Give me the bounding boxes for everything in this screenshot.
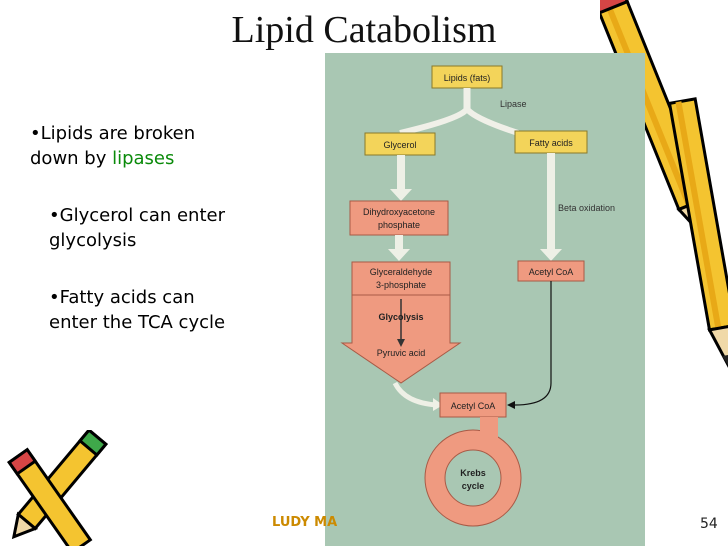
slide-title: Lipid Catabolism — [231, 9, 497, 51]
bullet-glycerol-line1: •Glycerol can enter — [49, 205, 226, 226]
glycerol-label: Glycerol — [383, 140, 416, 150]
arrow-acetyl-right-center — [514, 281, 552, 406]
krebs-cycle-ring — [425, 430, 521, 526]
pyruvic-acid-label: Pyruvic acid — [377, 348, 426, 358]
krebs-cycle-inner-edge — [444, 449, 502, 507]
arrow-fatty-acetyl-shaft — [547, 153, 555, 251]
arrow-acetyl-right-center-head — [507, 401, 515, 409]
acetyl-coa-center-label: Acetyl CoA — [451, 401, 496, 411]
arrow-pyruvic-acetyl — [392, 381, 438, 408]
pencil-decoration-left-icon — [7, 430, 108, 546]
beta-oxidation-label: Beta oxidation — [558, 203, 615, 213]
pencil-decoration-right-icon — [600, 0, 728, 372]
arrow-glycerol-dhap-shaft — [397, 155, 405, 191]
fatty-acids-label: Fatty acids — [529, 138, 573, 148]
bullet-glycerol: •Glycerol can enter glycolysis — [49, 203, 225, 253]
arrow-dhap-g3p-head — [388, 249, 410, 261]
bullet-lipids-line2: down by lipases — [30, 146, 195, 171]
krebs-label-line2: cycle — [462, 481, 485, 491]
lipases-highlight: lipases — [112, 148, 175, 169]
glycolysis-inner-arrowhead — [397, 339, 405, 347]
glycolysis-label: Glycolysis — [378, 312, 423, 322]
arrow-fatty-acetyl-head — [540, 249, 562, 261]
arrow-pyruvic-acetyl-head — [433, 398, 443, 411]
split-arrow-right — [464, 106, 519, 136]
lipids-label: Lipids (fats) — [444, 73, 491, 83]
krebs-entry — [480, 417, 498, 443]
lipase-label: Lipase — [500, 99, 527, 109]
dhap-label-line2: phosphate — [378, 220, 420, 230]
dhap-box — [349, 200, 449, 236]
arrow-glycerol-dhap-head — [390, 189, 412, 201]
g3p-label-line1: Glyceraldehyde — [370, 267, 433, 277]
acetyl-coa-right-label: Acetyl CoA — [529, 267, 574, 277]
footer-author: LUDY MA — [272, 515, 338, 530]
page-number: 54 — [700, 516, 718, 532]
dhap-label-line1: Dihydroxyacetone — [363, 207, 435, 217]
acetyl-coa-center-box — [439, 392, 507, 418]
bullet-fatty-acids-line1: •Fatty acids can — [49, 287, 195, 308]
bullet-lipids-prefix: down by — [30, 148, 113, 169]
g3p-label-line2: 3-phosphate — [376, 280, 426, 290]
bullet-fatty-acids: •Fatty acids can enter the TCA cycle — [49, 285, 225, 335]
bullet-glycerol-line2: glycolysis — [49, 230, 137, 251]
bullet-fatty-acids-line2: enter the TCA cycle — [49, 312, 226, 333]
lipid-catabolism-figure: Lipids (fats) Lipase Glycerol Fatty acid… — [325, 53, 645, 546]
arrow-dhap-g3p-shaft — [395, 235, 403, 251]
bullet-lipids: •Lipids are broken down by lipases — [30, 121, 195, 171]
krebs-label-line1: Krebs — [460, 468, 486, 478]
bullet-lipids-line1: •Lipids are broken — [30, 123, 196, 144]
krebs-cycle-outer-edge — [424, 429, 522, 527]
